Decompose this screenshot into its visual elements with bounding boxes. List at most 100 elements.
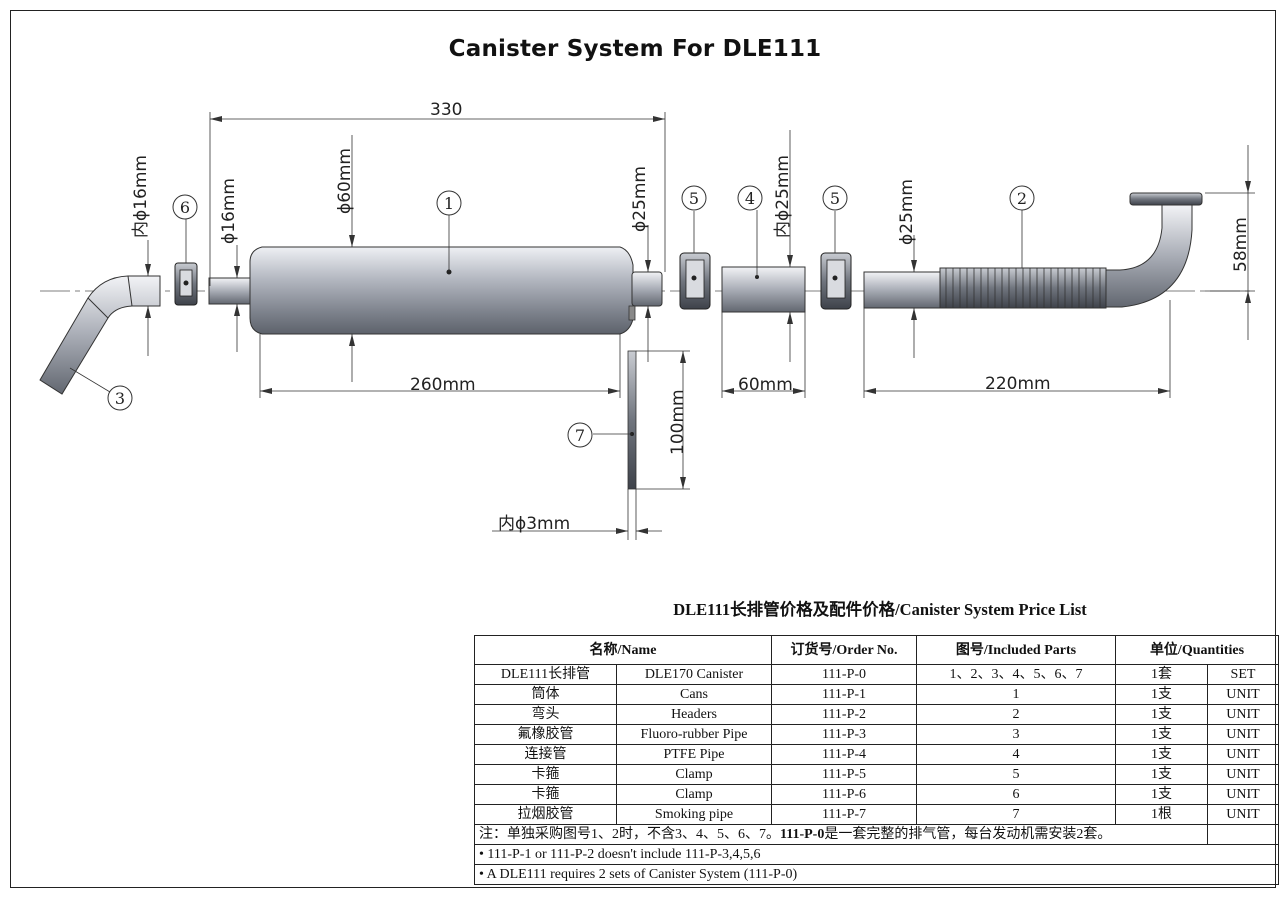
cell-included-parts: 4 (916, 744, 1116, 765)
price-list-title: DLE111长排管价格及配件价格/Canister System Price L… (673, 600, 1087, 619)
cell-name-en: Fluoro-rubber Pipe (616, 724, 772, 745)
cell-qty: 1支 (1115, 764, 1208, 785)
note-en-1: • 111-P-1 or 111-P-2 doesn't include 111… (474, 844, 1279, 865)
part-2-header (863, 192, 1203, 309)
cell-name-cn: 筒体 (474, 684, 617, 705)
cell-included-parts: 5 (916, 764, 1116, 785)
svg-text:1: 1 (444, 194, 454, 213)
cell-name-cn: 卡箍 (474, 784, 617, 805)
cell-name-en: Clamp (616, 764, 772, 785)
cell-order-no: 111-P-0 (771, 664, 917, 685)
part-1-canister (208, 246, 663, 335)
cell-unit: UNIT (1207, 684, 1279, 705)
dim-330: 330 (430, 100, 462, 120)
header-quantities: 单位/Quantities (1115, 635, 1279, 665)
dim-inner-d16: 内ϕ16mm (131, 155, 151, 238)
cell-name-cn: 连接管 (474, 744, 617, 765)
cell-qty: 1支 (1115, 684, 1208, 705)
cell-included-parts: 1 (916, 684, 1116, 705)
drawing-frame (10, 10, 1276, 888)
balloon-3: 3 (107, 385, 133, 411)
dim-58mm: 58mm (1231, 217, 1251, 272)
dim-260mm: 260mm (410, 375, 476, 395)
dim-220mm: 220mm (985, 374, 1051, 394)
cell-name-en: Headers (616, 704, 772, 725)
cell-name-cn: 卡箍 (474, 764, 617, 785)
dim-d25-header: ϕ25mm (897, 179, 917, 245)
dim-d25-canister: ϕ25mm (630, 166, 650, 232)
cell-qty: 1支 (1115, 724, 1208, 745)
dimension-lines (147, 112, 1255, 540)
svg-text:7: 7 (575, 426, 585, 445)
cell-included-parts: 1、2、3、4、5、6、7 (916, 664, 1116, 685)
cell-order-no: 111-P-7 (771, 804, 917, 825)
cell-included-parts: 3 (916, 724, 1116, 745)
note-row-en-2: • A DLE111 requires 2 sets of Canister S… (474, 864, 1279, 885)
dim-100mm: 100mm (668, 389, 688, 455)
cell-unit: UNIT (1207, 764, 1279, 785)
svg-text:5: 5 (689, 189, 699, 208)
cell-name-cn: 拉烟胶管 (474, 804, 617, 825)
cell-qty: 1套 (1115, 664, 1208, 685)
svg-text:2: 2 (1017, 189, 1027, 208)
balloon-5b: 5 (822, 185, 848, 211)
balloon-7: 7 (567, 422, 593, 448)
note-row-cn: 注：单独采购图号1、2时，不含3、4、5、6、7。111-P-0是一套完整的排气… (474, 824, 1279, 845)
note-cn-empty (1207, 824, 1279, 845)
cell-order-no: 111-P-1 (771, 684, 917, 705)
exploded-view: 330 260mm 60mm 220mm 内ϕ3mm 内ϕ16mm ϕ16mm … (39, 100, 1255, 540)
cell-name-cn: 氟橡胶管 (474, 724, 617, 745)
cell-qty: 1支 (1115, 704, 1208, 725)
part-6-clamp (174, 262, 198, 306)
part-3-fluoro-rubber-pipe (39, 275, 161, 395)
cell-order-no: 111-P-4 (771, 744, 917, 765)
cell-name-en: DLE170 Canister (616, 664, 772, 685)
balloon-4: 4 (737, 185, 763, 211)
dim-inner-3mm: 内ϕ3mm (498, 514, 570, 534)
cell-order-no: 111-P-6 (771, 784, 917, 805)
balloon-leaders (69, 210, 1023, 435)
svg-text:4: 4 (745, 189, 755, 208)
cell-included-parts: 7 (916, 804, 1116, 825)
cell-order-no: 111-P-2 (771, 704, 917, 725)
cell-order-no: 111-P-3 (771, 724, 917, 745)
cell-name-en: Smoking pipe (616, 804, 772, 825)
cell-name-cn: DLE111长排管 (474, 664, 617, 685)
dim-d16: ϕ16mm (219, 178, 239, 244)
svg-text:6: 6 (180, 198, 190, 217)
cell-name-en: PTFE Pipe (616, 744, 772, 765)
cell-unit: UNIT (1207, 804, 1279, 825)
svg-text:5: 5 (830, 189, 840, 208)
cell-qty: 1支 (1115, 784, 1208, 805)
table-header-row: 名称/Name 订货号/Order No. 图号/Included Parts … (474, 635, 1279, 665)
header-name: 名称/Name (474, 635, 772, 665)
cell-unit: UNIT (1207, 744, 1279, 765)
part-7-smoking-pipe (627, 350, 637, 490)
note-en-2: • A DLE111 requires 2 sets of Canister S… (474, 864, 1279, 885)
cell-qty: 1支 (1115, 744, 1208, 765)
part-4-ptfe-pipe (721, 266, 806, 313)
dim-inner-d25: 内ϕ25mm (773, 155, 793, 238)
part-5-clamp-a (679, 252, 711, 310)
dim-d60: ϕ60mm (335, 148, 355, 214)
note-row-en-1: • 111-P-1 or 111-P-2 doesn't include 111… (474, 844, 1279, 865)
cell-included-parts: 6 (916, 784, 1116, 805)
svg-text:3: 3 (115, 389, 125, 408)
price-table: 名称/Name 订货号/Order No. 图号/Included Parts … (474, 635, 1279, 885)
part-5-clamp-b (820, 252, 852, 310)
cell-name-en: Cans (616, 684, 772, 705)
cell-name-cn: 弯头 (474, 704, 617, 725)
dimension-arrows (145, 116, 1251, 534)
cell-unit: SET (1207, 664, 1279, 685)
balloon-2: 2 (1009, 185, 1035, 211)
cell-included-parts: 2 (916, 704, 1116, 725)
cell-unit: UNIT (1207, 724, 1279, 745)
header-order-no: 订货号/Order No. (771, 635, 917, 665)
drawing-title: Canister System For DLE111 (448, 36, 822, 62)
cell-unit: UNIT (1207, 784, 1279, 805)
